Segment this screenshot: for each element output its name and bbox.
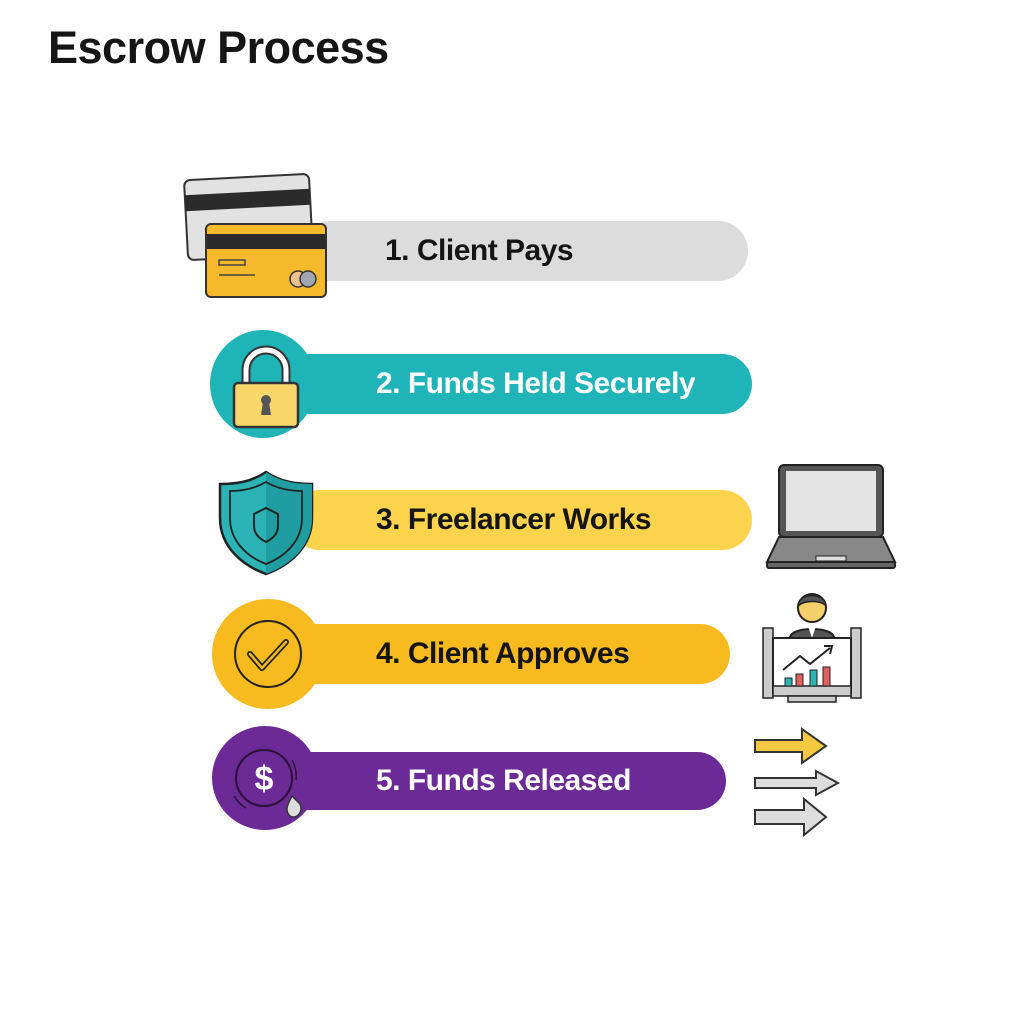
shield-icon xyxy=(218,470,314,576)
laptop-icon xyxy=(765,464,897,569)
step-5-label: 5. Funds Released xyxy=(376,764,631,797)
checkmark-circle-icon xyxy=(234,620,302,688)
step-5-funds-released: 5. Funds Released xyxy=(265,752,726,810)
svg-text:$: $ xyxy=(255,760,274,798)
step-4-client-approves: 4. Client Approves xyxy=(268,624,730,684)
presenter-chart-icon xyxy=(762,593,862,703)
dollar-coin-icon: $ xyxy=(233,749,302,818)
step-4-label: 4. Client Approves xyxy=(376,637,630,670)
step-2-funds-held: 2. Funds Held Securely xyxy=(262,354,752,414)
step-1-label: 1. Client Pays xyxy=(385,234,574,267)
padlock-icon xyxy=(232,345,300,429)
step-3-freelancer-works: 3. Freelancer Works xyxy=(290,490,752,550)
credit-cards-icon xyxy=(183,173,327,298)
step-4-icon-circle xyxy=(212,599,324,709)
page-title: Escrow Process xyxy=(48,22,389,73)
step-3-label: 3. Freelancer Works xyxy=(376,503,652,536)
step-2-label: 2. Funds Held Securely xyxy=(376,367,696,400)
step-1-client-pays: 1. Client Pays xyxy=(300,221,748,281)
arrows-right-icon xyxy=(754,727,841,838)
